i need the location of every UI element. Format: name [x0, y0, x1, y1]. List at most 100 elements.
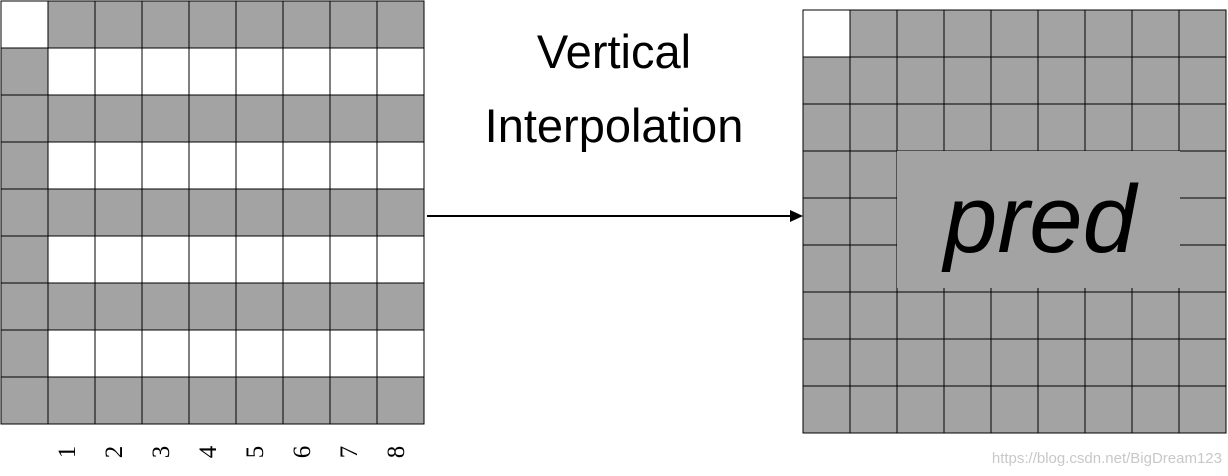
left-grid-cell: [235, 94, 284, 143]
left-grid-cell: [94, 47, 143, 96]
right-grid-cell: [1178, 244, 1227, 293]
left-grid-cell: [376, 376, 425, 425]
left-grid-cell: [282, 376, 331, 425]
right-grid-cell: [990, 9, 1039, 58]
left-grid-cell: [235, 0, 284, 49]
left-grid-cell: [235, 282, 284, 331]
left-grid-cell: [0, 47, 49, 96]
right-grid-cell: [849, 244, 898, 293]
right-grid-cell: [1131, 56, 1180, 105]
pred-label: pred: [941, 166, 1139, 273]
left-grid-cell: [47, 94, 96, 143]
right-grid-cell: [802, 338, 851, 387]
right-grid-cell: [896, 103, 945, 152]
left-grid-cell: [282, 329, 331, 378]
caption-line-1: Vertical: [537, 25, 691, 78]
right-grid-cell: [849, 9, 898, 58]
left-grid-cell: [141, 329, 190, 378]
left-grid-cell: [141, 282, 190, 331]
left-grid-cell: [329, 141, 378, 190]
left-grid-cell: [235, 235, 284, 284]
right-grid-cell: [1131, 291, 1180, 340]
right-grid-cell: [1131, 385, 1180, 434]
left-grid-cell: [376, 188, 425, 237]
right-grid-cell: [849, 56, 898, 105]
right-grid-cell: [1178, 197, 1227, 246]
right-grid-cell: [1178, 56, 1227, 105]
right-grid-cell: [802, 9, 851, 58]
right-grid-cell: [1084, 385, 1133, 434]
column-label: 6: [289, 446, 316, 459]
right-grid-cell: [1084, 291, 1133, 340]
right-grid-cell: [990, 56, 1039, 105]
right-grid-cell: [802, 150, 851, 199]
left-grid-cell: [376, 235, 425, 284]
right-grid-cell: [896, 291, 945, 340]
left-grid-cell: [94, 141, 143, 190]
left-grid-cell: [141, 94, 190, 143]
right-grid-cell: [849, 103, 898, 152]
column-label: 1: [54, 446, 81, 459]
left-grid-cell: [141, 376, 190, 425]
left-grid-cell: [235, 376, 284, 425]
right-grid-cell: [943, 9, 992, 58]
left-grid-cell: [0, 282, 49, 331]
right-grid-cell: [1084, 103, 1133, 152]
right-grid-cell: [896, 56, 945, 105]
left-grid-cell: [188, 329, 237, 378]
left-grid-cell: [94, 376, 143, 425]
right-grid-cell: [943, 338, 992, 387]
left-grid-cell: [329, 188, 378, 237]
right-grid-cell: [802, 56, 851, 105]
left-grid-cell: [94, 282, 143, 331]
left-grid-cell: [141, 235, 190, 284]
right-grid-cell: [943, 56, 992, 105]
right-grid-cell: [1178, 291, 1227, 340]
left-grid-cell: [329, 329, 378, 378]
right-grid-cell: [1037, 56, 1086, 105]
column-label: 4: [195, 445, 222, 458]
right-grid-cell: [1037, 291, 1086, 340]
column-label: 3: [148, 446, 175, 459]
right-grid-cell: [802, 385, 851, 434]
left-grid-cell: [282, 188, 331, 237]
right-grid-cell: [990, 385, 1039, 434]
left-grid-cell: [188, 47, 237, 96]
left-grid-cell: [47, 329, 96, 378]
left-grid-cell: [329, 47, 378, 96]
caption-line-2: Interpolation: [485, 99, 744, 152]
right-grid-cell: [943, 103, 992, 152]
left-grid-cell: [94, 235, 143, 284]
left-grid-cell: [188, 235, 237, 284]
interpolation-arrow: [427, 210, 803, 222]
left-grid-cell: [141, 47, 190, 96]
right-grid-cell: [1178, 103, 1227, 152]
left-grid-cell: [47, 188, 96, 237]
left-grid-cell: [188, 141, 237, 190]
left-grid-cell: [47, 376, 96, 425]
right-grid-cell: [1037, 103, 1086, 152]
right-grid: [802, 9, 1227, 434]
right-grid-cell: [1037, 385, 1086, 434]
left-grid-cell: [141, 188, 190, 237]
column-label: 7: [336, 446, 363, 459]
left-grid-cell: [282, 0, 331, 49]
left-grid-cell: [235, 47, 284, 96]
right-grid-cell: [849, 338, 898, 387]
column-label: 2: [101, 446, 128, 459]
left-grid-cell: [329, 235, 378, 284]
left-grid-cell: [376, 329, 425, 378]
right-grid-cell: [896, 9, 945, 58]
left-grid-cell: [0, 329, 49, 378]
right-grid-cell: [1084, 9, 1133, 58]
right-grid-cell: [896, 338, 945, 387]
right-grid-cell: [1131, 9, 1180, 58]
right-grid-cell: [1131, 103, 1180, 152]
left-grid-cell: [94, 188, 143, 237]
left-grid-cell: [188, 94, 237, 143]
left-grid-cell: [235, 141, 284, 190]
left-grid-cell: [282, 94, 331, 143]
left-grid-cell: [235, 329, 284, 378]
